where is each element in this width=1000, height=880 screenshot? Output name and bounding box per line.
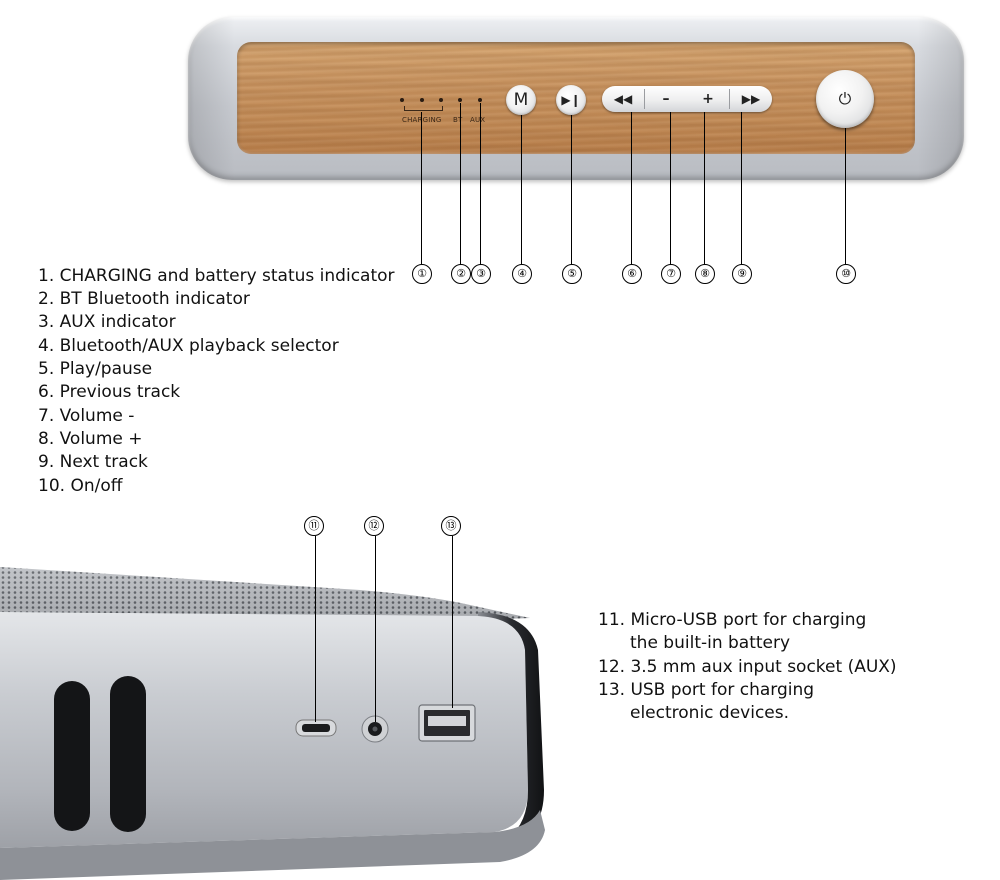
leader-line-5 [571, 115, 572, 264]
callout-6: ⑥ [622, 264, 642, 284]
leader-line-6 [631, 112, 632, 264]
micro-usb-port [302, 724, 330, 732]
charging-led-1 [400, 98, 404, 102]
callout-9: ⑨ [732, 264, 752, 284]
legend-item-8: 8. Volume + [38, 429, 143, 449]
leader-line-9 [741, 112, 742, 264]
aux-led [478, 98, 482, 102]
power-button[interactable]: ⏻ [816, 70, 874, 128]
vent-slot-2 [110, 676, 146, 832]
legend-item-9: 9. Next track [38, 452, 148, 472]
volume-up-button[interactable]: + [702, 91, 714, 107]
leader-line-7 [670, 112, 671, 264]
legend-item-10: 10. On/off [38, 476, 123, 496]
legend-item-13: 13. USB port for charging [598, 680, 815, 700]
callout-10: ⑩ [836, 264, 856, 284]
next-track-button[interactable]: ▶▶ [741, 92, 761, 106]
legend-item-11-cont: the built-in battery [630, 633, 791, 653]
charging-led-3 [439, 98, 443, 102]
label-aux: AUX [470, 116, 486, 124]
bt-led [458, 98, 462, 102]
callout-13: ⑬ [441, 516, 461, 536]
leader-line-2 [460, 103, 461, 264]
leader-line-12 [375, 536, 376, 722]
callout-12: ⑫ [364, 516, 384, 536]
legend-item-13-cont: electronic devices. [630, 703, 790, 723]
speaker-end-cap [478, 612, 544, 846]
vent-slot-1 [54, 681, 90, 831]
previous-track-button[interactable]: ◀◀ [613, 92, 633, 106]
charging-led-2 [420, 98, 424, 102]
mode-button[interactable]: M [506, 85, 536, 115]
callout-11: ⑪ [304, 516, 324, 536]
legend-item-3: 3. AUX indicator [38, 312, 176, 332]
leader-line-13 [452, 536, 453, 708]
bar-divider [644, 89, 645, 109]
charging-bracket [404, 106, 443, 111]
leader-line-3 [480, 103, 481, 264]
legend-item-2: 2. BT Bluetooth indicator [38, 289, 250, 309]
callout-5: ⑤ [562, 264, 582, 284]
legend-item-6: 6. Previous track [38, 382, 181, 402]
legend-item-12: 12. 3.5 mm aux input socket (AUX) [598, 657, 897, 677]
leader-line-1 [421, 112, 422, 264]
legend-item-4: 4. Bluetooth/AUX playback selector [38, 336, 339, 356]
legend-item-1: 1. CHARGING and battery status indicator [38, 266, 395, 286]
callout-2: ② [451, 264, 471, 284]
leader-line-11 [315, 536, 316, 722]
play-pause-button[interactable]: ▶❙ [556, 85, 586, 115]
callout-7: ⑦ [661, 264, 681, 284]
bar-divider [729, 89, 730, 109]
callout-3: ③ [471, 264, 491, 284]
leader-line-10 [845, 128, 846, 264]
track-volume-bar: ◀◀ – + ▶▶ [602, 86, 772, 112]
callout-1: ① [412, 264, 432, 284]
callout-8: ⑧ [695, 264, 715, 284]
leader-line-4 [521, 115, 522, 264]
volume-down-button[interactable]: – [662, 91, 670, 107]
legend-item-7: 7. Volume - [38, 406, 135, 426]
legend-item-5: 5. Play/pause [38, 359, 153, 379]
legend-item-11: 11. Micro-USB port for charging [598, 610, 867, 630]
label-bt: BT [453, 116, 463, 124]
speaker-side-view [0, 567, 545, 880]
leader-line-8 [704, 112, 705, 264]
callout-4: ④ [512, 264, 532, 284]
